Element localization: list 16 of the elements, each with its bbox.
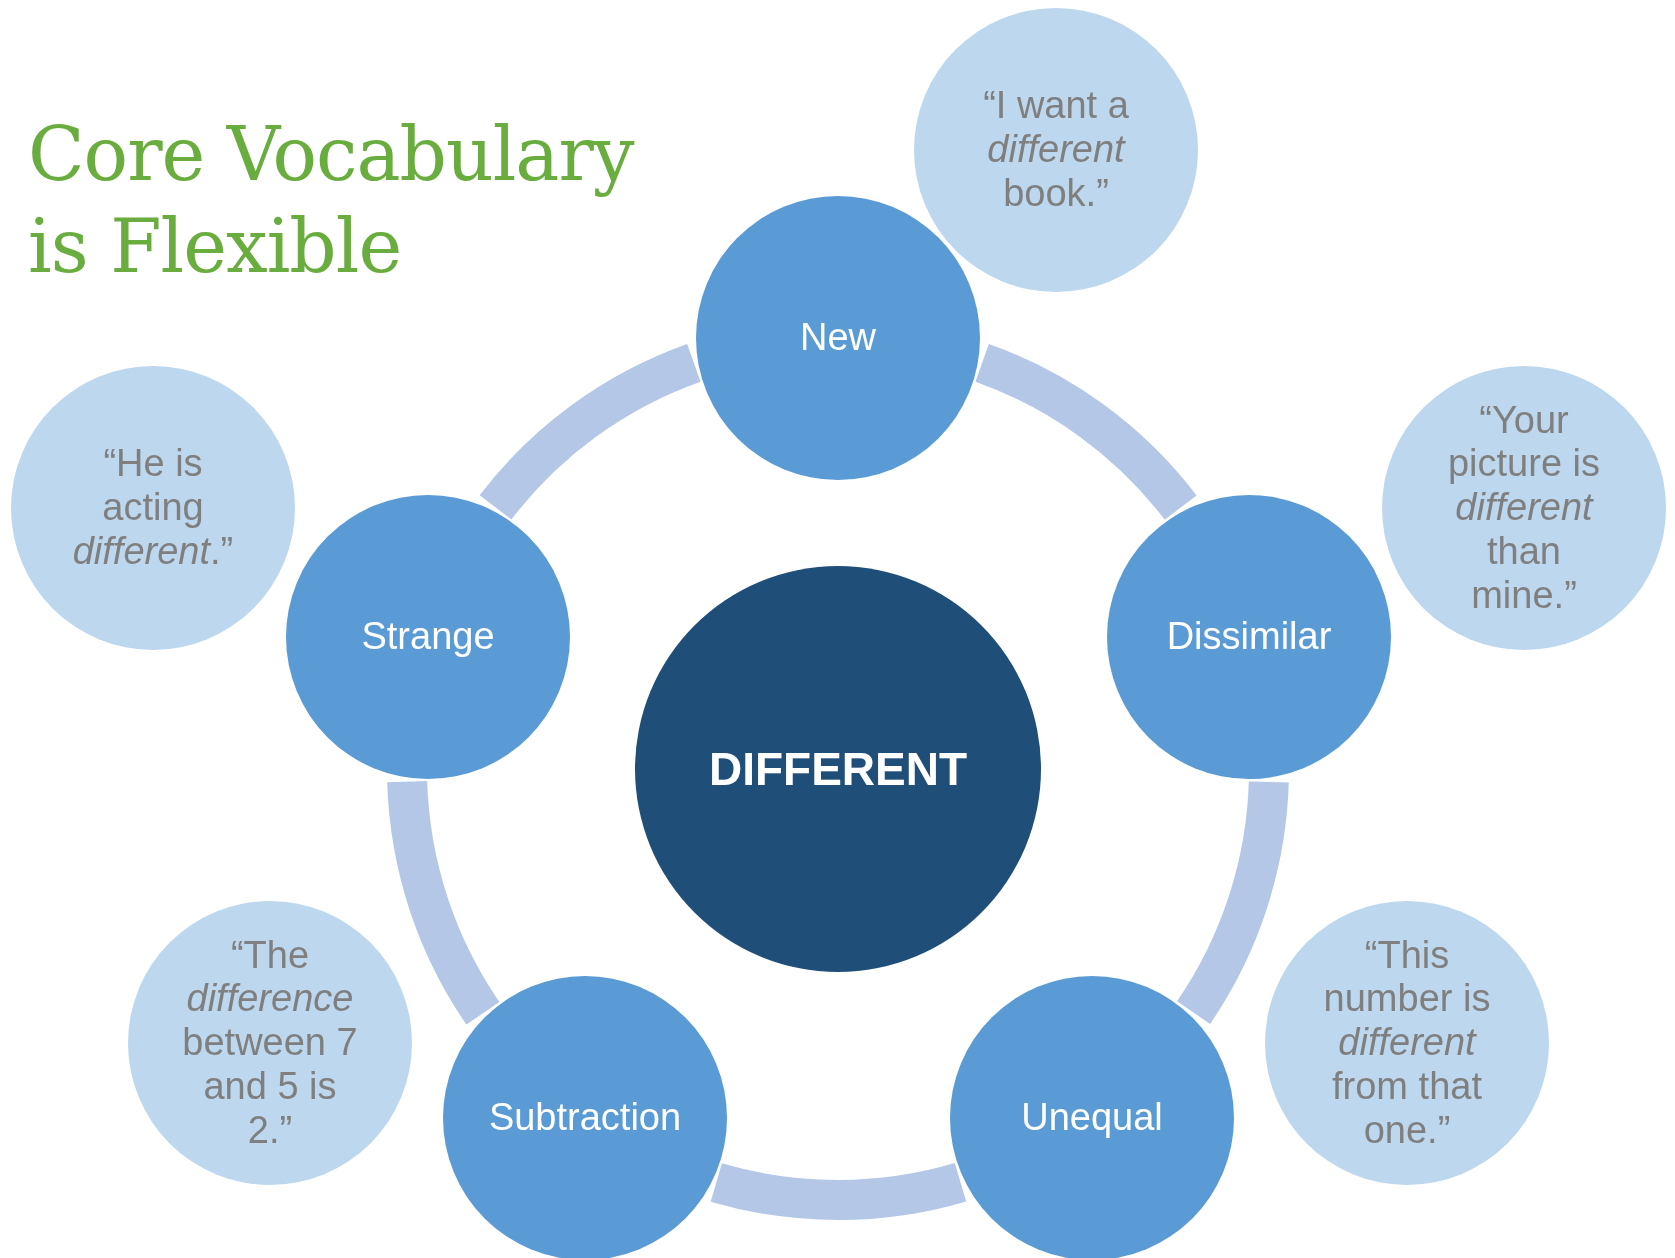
circle-text: “I want a different book.” [982, 84, 1130, 216]
circle-text: “He is acting different.” [71, 442, 235, 574]
circle-text: “Your picture is different than mine.” [1446, 398, 1602, 618]
circle-text: “This number is different from that one.” [1322, 933, 1492, 1153]
ring-arc [387, 779, 500, 1024]
circle-text: “The difference between 7 and 5 is 2.” [181, 933, 359, 1153]
ring-arc [1176, 780, 1289, 1023]
ring-arc [711, 1162, 966, 1220]
ring-arc [974, 344, 1196, 521]
circle-text: DIFFERENT [707, 742, 969, 796]
circle-text: New [799, 316, 877, 360]
circle-text: Subtraction [487, 1096, 683, 1140]
circle-text: Unequal [1020, 1096, 1164, 1140]
circle-text: Strange [360, 615, 496, 659]
circle-text: Dissimilar [1165, 615, 1333, 659]
title: Core Vocabulary is Flexible [28, 110, 636, 291]
